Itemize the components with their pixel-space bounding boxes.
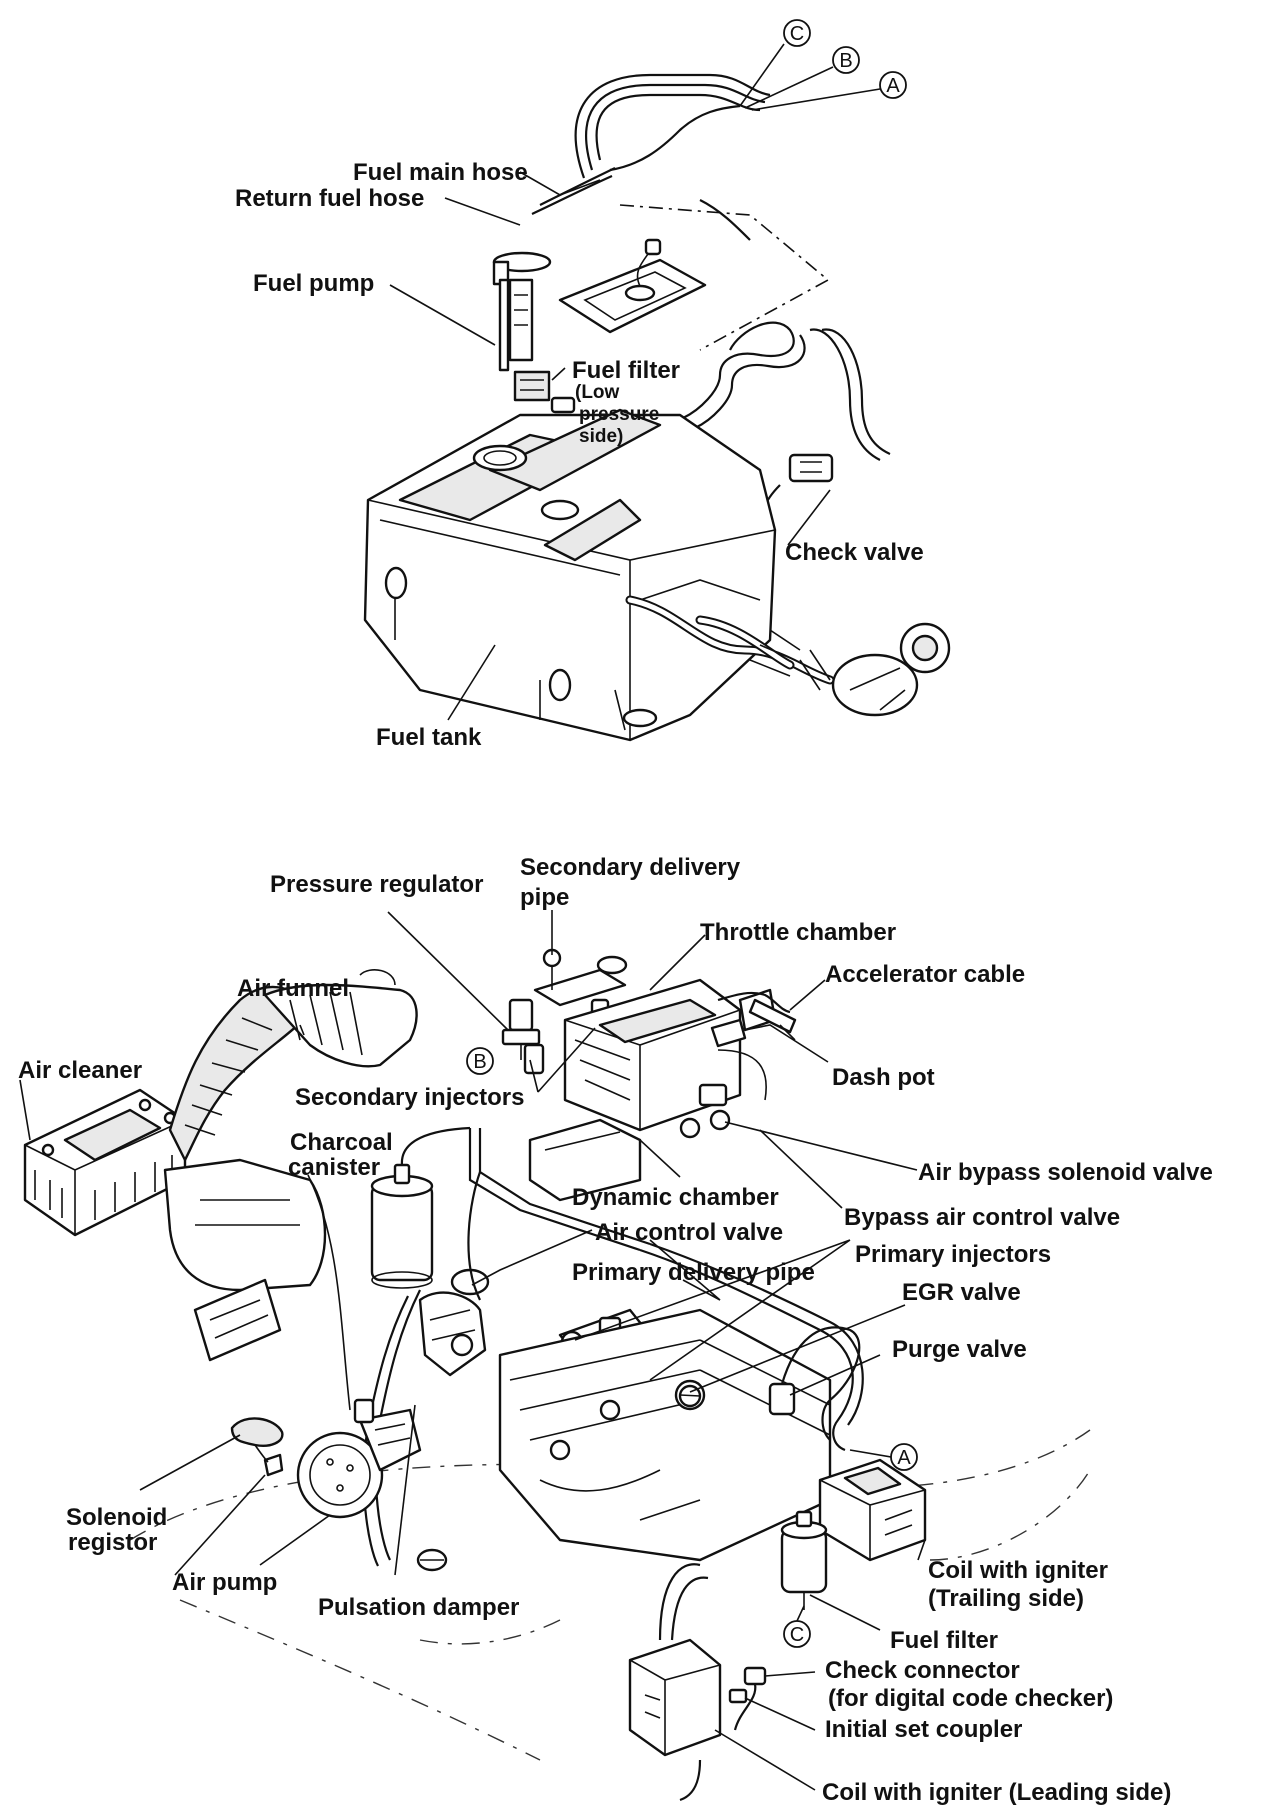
- label-check-valve: Check valve: [785, 539, 924, 566]
- label-fuel-filter-note-3: side): [579, 426, 623, 447]
- coil-leading-side: [628, 1563, 722, 1802]
- callout-c-top: [783, 19, 811, 47]
- fuel-tank-cover-plate: [558, 238, 707, 334]
- label-charcoal-canister-1: Charcoal: [290, 1129, 393, 1156]
- air-cleaner: [23, 1088, 187, 1237]
- callout-b-mid-text: B: [473, 1051, 486, 1073]
- label-dash-pot: Dash pot: [832, 1064, 935, 1091]
- air-pump: [296, 1398, 422, 1519]
- labels-top: Fuel main hose Return fuel hose Fuel pum…: [235, 159, 924, 751]
- label-charcoal-canister-2: canister: [288, 1154, 380, 1181]
- routing-line-top: [619, 204, 830, 351]
- label-fuel-main-hose: Fuel main hose: [353, 159, 528, 186]
- label-air-cleaner: Air cleaner: [18, 1057, 142, 1084]
- pulsation-damper: [416, 1548, 448, 1572]
- callout-a-low-text: A: [897, 1447, 911, 1469]
- purge-valve: [768, 1326, 861, 1441]
- solenoid-registor: [230, 1417, 284, 1477]
- callout-b-mid: [466, 1047, 494, 1075]
- label-throttle-chamber: Throttle chamber: [700, 919, 896, 946]
- label-pulsation-damper: Pulsation damper: [318, 1594, 519, 1621]
- label-solenoid-registor-1: Solenoid: [66, 1504, 167, 1531]
- label-coil-leading: Coil with igniter (Leading side): [822, 1779, 1171, 1806]
- callout-c-top-text: C: [790, 23, 804, 45]
- label-bypass-air-control-valve: Bypass air control valve: [844, 1204, 1120, 1231]
- callout-a-top: [879, 71, 907, 99]
- egr-valve: [678, 1384, 702, 1408]
- pressure-regulator: [501, 998, 541, 1060]
- engine-block: [498, 1308, 832, 1562]
- fuel-lines-top: [531, 73, 771, 241]
- callout-b-top-text: B: [839, 50, 852, 72]
- label-secondary-injectors: Secondary injectors: [295, 1084, 524, 1111]
- air-duct: [163, 1158, 327, 1362]
- label-secondary-delivery-pipe-1: Secondary delivery: [520, 854, 741, 881]
- leaders-bottom: [19, 910, 926, 1791]
- label-air-bypass-solenoid-valve: Air bypass solenoid valve: [918, 1159, 1213, 1186]
- label-purge-valve: Purge valve: [892, 1336, 1027, 1363]
- label-egr-valve: EGR valve: [902, 1279, 1021, 1306]
- label-fuel-tank: Fuel tank: [376, 724, 482, 751]
- label-solenoid-registor-2: registor: [68, 1529, 157, 1556]
- callouts-bottom: B A C: [466, 1047, 918, 1648]
- label-primary-injectors: Primary injectors: [855, 1241, 1051, 1268]
- label-return-fuel-hose: Return fuel hose: [235, 185, 424, 212]
- label-fuel-filter-note-1: (Low: [575, 382, 620, 403]
- fuel-filter-engine: [780, 1510, 828, 1610]
- label-initial-set-coupler: Initial set coupler: [825, 1716, 1022, 1743]
- callout-c-low-text: C: [790, 1624, 804, 1646]
- label-fuel-pump: Fuel pump: [253, 270, 374, 297]
- label-check-connector-2: (for digital code checker): [828, 1685, 1113, 1712]
- air-funnel: [168, 969, 418, 1162]
- label-air-control-valve: Air control valve: [595, 1219, 783, 1246]
- label-check-connector-1: Check connector: [825, 1657, 1020, 1684]
- coil-trailing-side: [818, 1458, 927, 1562]
- leaders-top: [389, 43, 881, 721]
- secondary-delivery-pipe: [523, 948, 628, 1075]
- filler-neck: [625, 595, 951, 717]
- label-fuel-filter-engine: Fuel filter: [890, 1627, 998, 1654]
- throttle-and-dynamic-chamber: [528, 978, 777, 1202]
- label-coil-trailing-1: Coil with igniter: [928, 1557, 1108, 1584]
- label-secondary-delivery-pipe-2: pipe: [520, 884, 569, 911]
- label-air-funnel: Air funnel: [237, 975, 349, 1002]
- label-pressure-regulator: Pressure regulator: [270, 871, 483, 898]
- label-air-pump: Air pump: [172, 1569, 277, 1596]
- fuel-pump: [492, 251, 576, 414]
- label-fuel-filter-note-2: pressure: [579, 404, 659, 425]
- label-dynamic-chamber: Dynamic chamber: [572, 1184, 779, 1211]
- engine-bay-outline: [129, 1429, 1091, 1761]
- air-control-valve: [418, 1268, 490, 1377]
- dash-pot: [710, 1018, 747, 1048]
- callout-a-top-text: A: [886, 75, 900, 97]
- accelerator-cable: [717, 991, 797, 1041]
- fuel-tank: [363, 408, 777, 742]
- charcoal-canister: [370, 1126, 651, 1289]
- label-accelerator-cable: Accelerator cable: [825, 961, 1025, 988]
- callout-b-top: [832, 46, 860, 74]
- label-primary-delivery-pipe: Primary delivery pipe: [572, 1259, 815, 1286]
- label-coil-trailing-2: (Trailing side): [928, 1585, 1084, 1612]
- labels-bottom: Pressure regulator Secondary delivery pi…: [18, 854, 1213, 1806]
- callouts-top: C B A: [783, 19, 907, 99]
- check-connector: [728, 1666, 767, 1731]
- label-fuel-filter-top: Fuel filter: [572, 357, 680, 384]
